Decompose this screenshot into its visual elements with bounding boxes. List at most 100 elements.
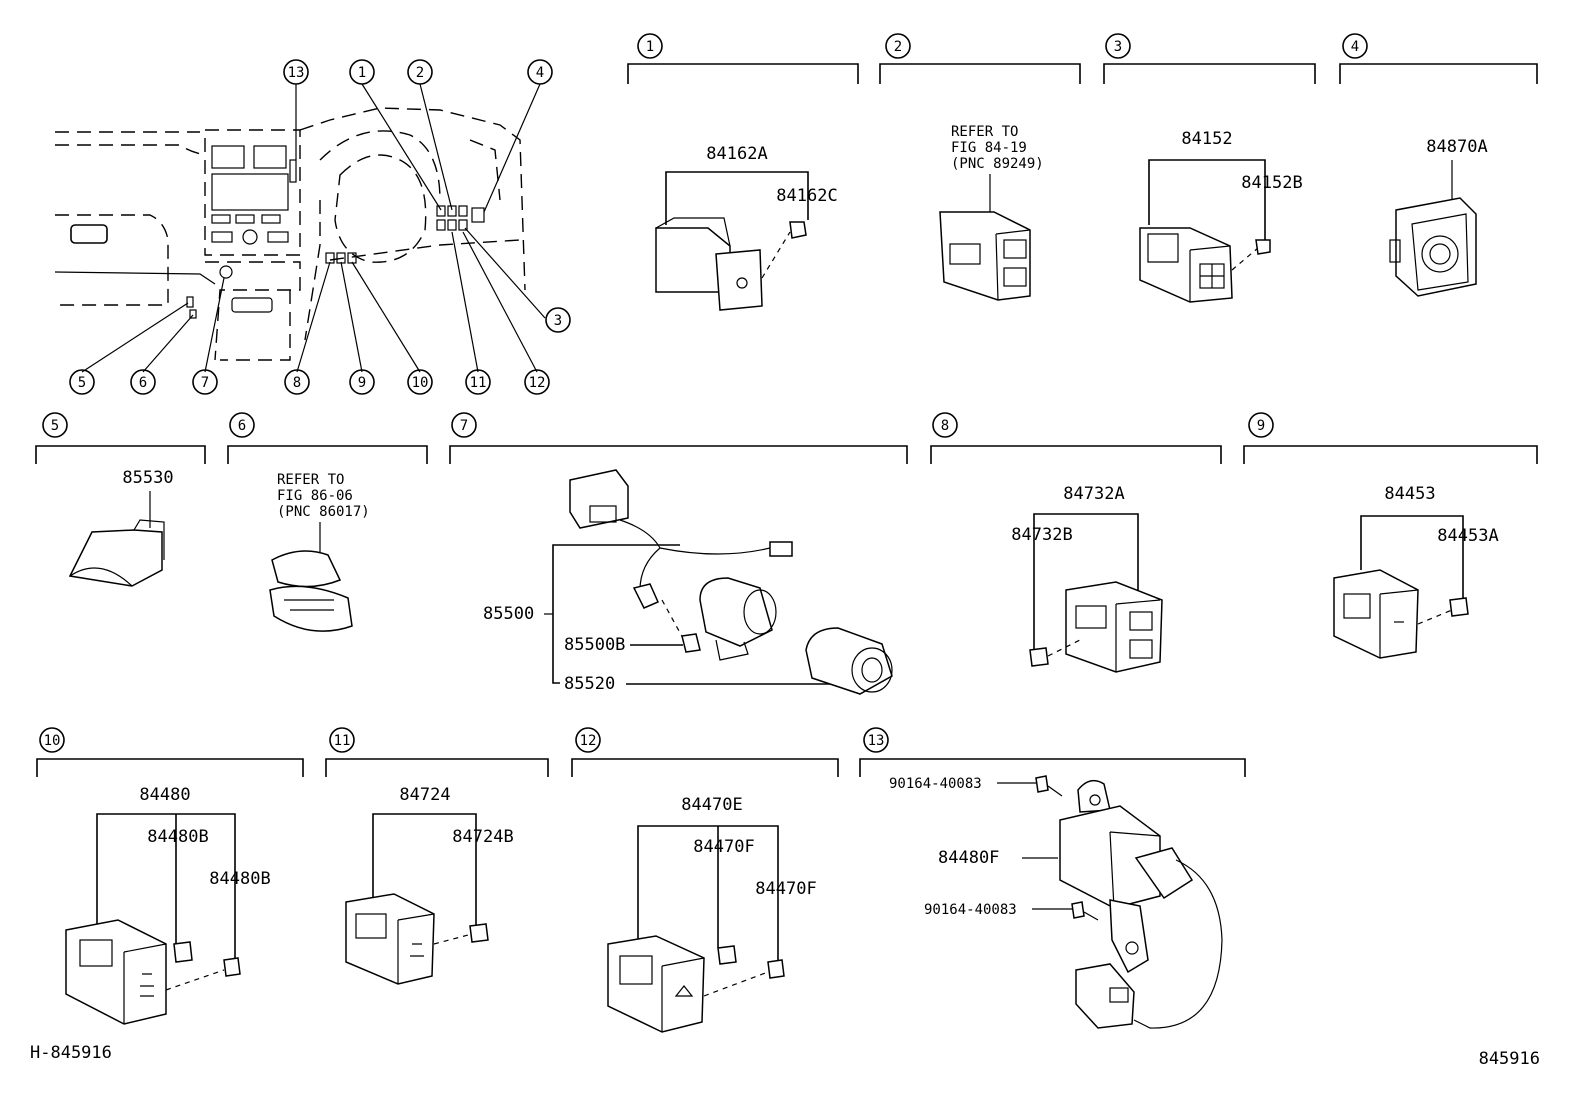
panel-2-number: 2 [894, 39, 902, 55]
panel-11-part-84724: 84724 [399, 785, 450, 805]
panel-6: 6 REFER TO FIG 86-06 (PNC 86017) [227, 412, 428, 632]
overview-callout-8: 8 [284, 369, 310, 395]
panel-11-number: 11 [334, 733, 351, 749]
panel-13-number: 13 [868, 733, 885, 749]
overview-callout-13: 13 [283, 59, 309, 85]
panel-10-switch [65, 919, 167, 1025]
panel-6-number: 6 [238, 418, 246, 434]
overview-callout-2: 2 [407, 59, 433, 85]
panel-7-harness [569, 469, 793, 653]
panel-6-component [269, 550, 353, 632]
overview-callout-3-label: 3 [554, 313, 562, 329]
overview-callout-2-label: 2 [416, 65, 424, 81]
panel-3-part-84152: 84152 [1181, 129, 1232, 149]
panel-5-part-85530: 85530 [122, 468, 173, 488]
panel-13-part-84480F: 84480F [938, 848, 999, 868]
overview-callout-10: 10 [407, 369, 433, 395]
panel-4: 4 84870A [1339, 33, 1538, 297]
panel-3-number: 3 [1114, 39, 1122, 55]
overview-callout-5: 5 [69, 369, 95, 395]
panel-13-part-90164-40083-2: 90164-40083 [924, 902, 1017, 918]
panel-8-part-84732B: 84732B [1011, 525, 1072, 545]
overview-callout-1: 1 [349, 59, 375, 85]
panel-7-cigarette-lighter-socket [699, 577, 777, 661]
panel-11: 11 84724 84724B [325, 727, 549, 985]
overview-callout-9: 9 [349, 369, 375, 395]
panel-11-switch [345, 893, 435, 985]
footer-drawing-code-left: H-845916 [30, 1043, 112, 1063]
panel-12-number: 12 [580, 733, 597, 749]
panel-7: 7 85500 85500B 85520 [449, 412, 908, 695]
overview-callout-4-label: 4 [536, 65, 544, 81]
panel-9-switch [1333, 569, 1419, 659]
panel-7-number: 7 [460, 418, 468, 434]
panel-4-part-84870A: 84870A [1426, 137, 1487, 157]
overview-callout-4: 4 [527, 59, 553, 85]
panel-2: 2 REFER TO FIG 84-19 (PNC 89249) [879, 33, 1081, 301]
panel-10-number: 10 [44, 733, 61, 749]
panel-1: 1 84162A 84162C [627, 33, 859, 311]
overview-callout-9-label: 9 [358, 375, 366, 391]
overview-callouts: 13 1 2 4 3 5 6 7 8 9 10 11 12 [69, 59, 571, 395]
panel-9-number: 9 [1257, 418, 1265, 434]
overview-callout-12-label: 12 [529, 375, 546, 391]
panel-2-refer-line-1: REFER TO [951, 124, 1018, 140]
panel-13-control-unit [1059, 779, 1223, 1029]
panel-13-screw-top [1035, 775, 1063, 797]
panel-4-number: 4 [1351, 39, 1359, 55]
panel-13: 13 90164-40083 84480F 90164-40083 [859, 727, 1246, 1029]
panel-9: 9 84453 84453A [1243, 412, 1538, 659]
overview-callout-12: 12 [524, 369, 550, 395]
overview-callout-11: 11 [465, 369, 491, 395]
panel-1-number: 1 [646, 39, 654, 55]
panel-3-part-84152B: 84152B [1241, 173, 1302, 193]
panel-10: 10 84480 84480B 84480B [36, 727, 304, 1025]
overview-callout-6: 6 [130, 369, 156, 395]
panel-3: 3 84152 84152B [1103, 33, 1316, 303]
dashboard-overview [54, 83, 546, 373]
panel-3-switch [1139, 227, 1233, 303]
panel-12-part-84470F-2: 84470F [755, 879, 816, 899]
panel-12: 12 84470E 84470F 84470F [571, 727, 839, 1033]
panel-11-part-84724B: 84724B [452, 827, 513, 847]
panel-12-part-84470F: 84470F [693, 837, 754, 857]
panel-12-switch [607, 935, 705, 1033]
panel-10-part-84480: 84480 [139, 785, 190, 805]
panel-8-number: 8 [941, 418, 949, 434]
overview-callout-11-label: 11 [470, 375, 487, 391]
panel-8-switch [1065, 581, 1163, 673]
panel-2-switch [939, 211, 1031, 301]
panel-12-part-84470E: 84470E [681, 795, 742, 815]
panel-7-part-85500: 85500 [483, 604, 534, 624]
panel-2-refer-line-2: FIG 84-19 [951, 140, 1027, 156]
panel-8-part-84732A: 84732A [1063, 484, 1124, 504]
panel-8: 8 84732A 84732B [930, 412, 1222, 673]
footer-drawing-code-right: 845916 [1479, 1049, 1540, 1069]
panel-5-number: 5 [51, 418, 59, 434]
panel-7-lighter-plug [805, 627, 893, 695]
panel-13-part-90164-40083: 90164-40083 [889, 776, 982, 792]
panel-6-refer-line-1: REFER TO [277, 472, 344, 488]
panel-1-switch [655, 217, 763, 311]
panel-10-part-84480B-2: 84480B [209, 869, 270, 889]
panel-9-part-84453: 84453 [1384, 484, 1435, 504]
panel-1-part-84162A: 84162A [706, 144, 767, 164]
overview-callout-8-label: 8 [293, 375, 301, 391]
panel-1-part-84162C: 84162C [776, 186, 837, 206]
panel-6-refer-line-3: (PNC 86017) [277, 504, 370, 520]
overview-callout-10-label: 10 [412, 375, 429, 391]
overview-callout-6-label: 6 [139, 375, 147, 391]
panel-5-switch [68, 519, 165, 587]
panel-9-part-84453A: 84453A [1437, 526, 1498, 546]
panel-7-part-85520: 85520 [564, 674, 615, 694]
panel-13-screw-bottom [1071, 901, 1099, 921]
overview-callout-5-label: 5 [78, 375, 86, 391]
overview-callout-7: 7 [192, 369, 218, 395]
panel-2-refer-line-3: (PNC 89249) [951, 156, 1044, 172]
panel-7-part-85500B: 85500B [564, 635, 625, 655]
overview-callout-7-label: 7 [201, 375, 209, 391]
panel-5: 5 85530 [35, 412, 206, 587]
panel-10-part-84480B: 84480B [147, 827, 208, 847]
overview-callout-1-label: 1 [358, 65, 366, 81]
